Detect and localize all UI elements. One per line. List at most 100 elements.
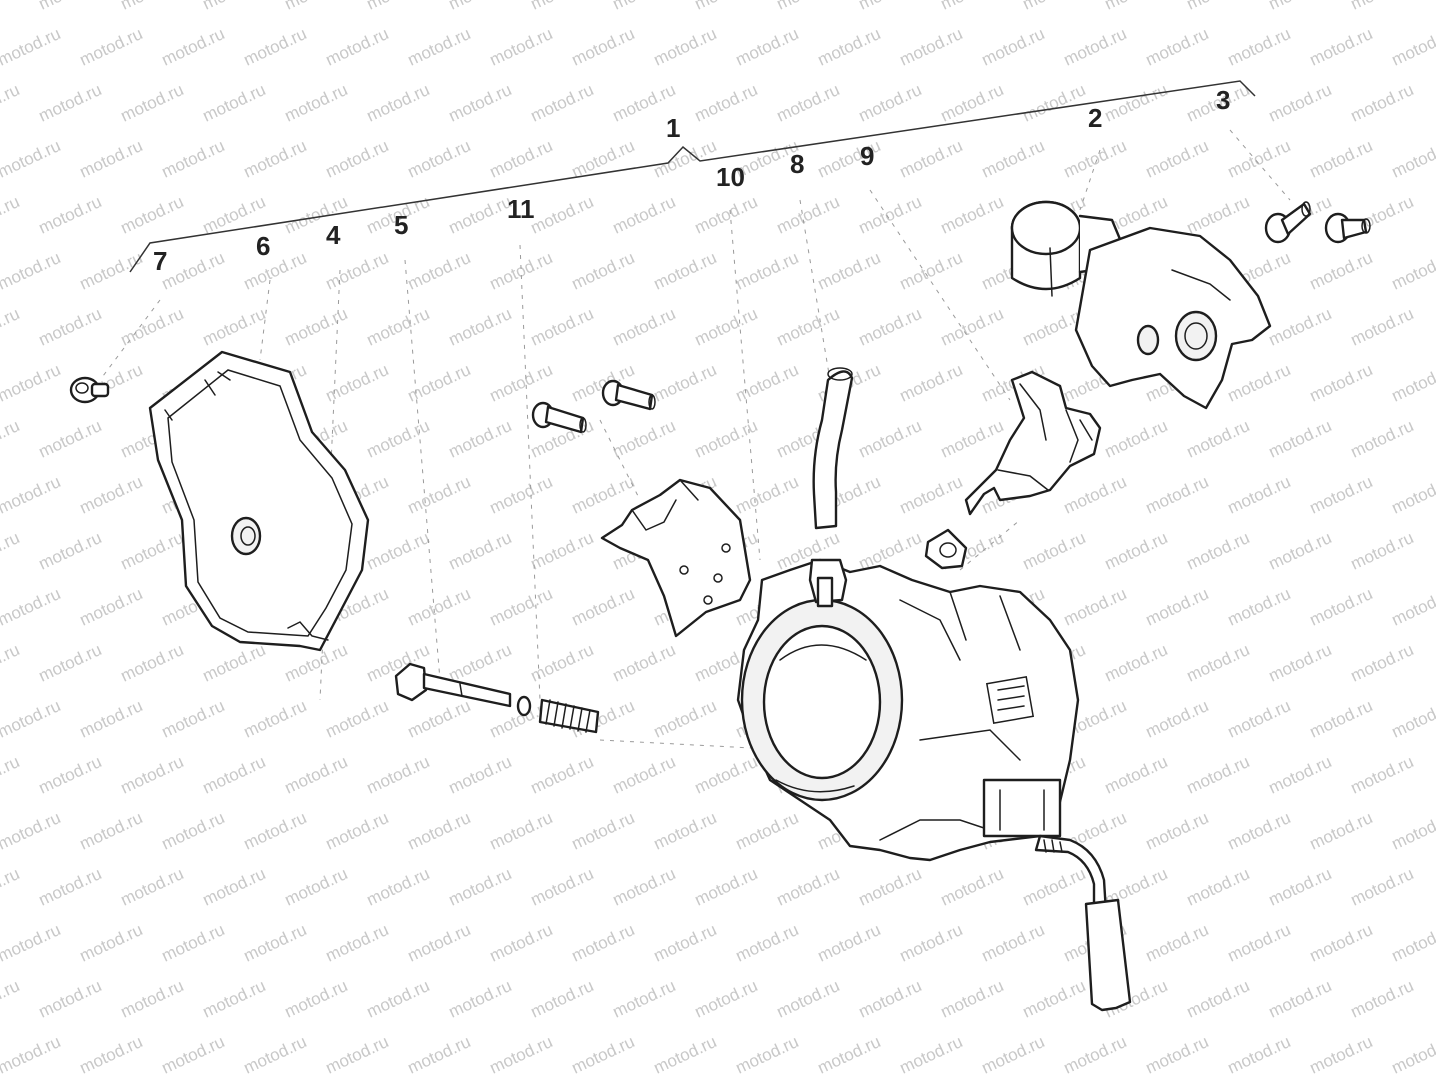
watermark-text: motod.ru	[528, 752, 597, 798]
watermark-text: motod.ru	[774, 0, 843, 14]
watermark-text: motod.ru	[1225, 1032, 1294, 1077]
watermark-text: motod.ru	[1102, 0, 1171, 14]
watermark-text: motod.ru	[0, 920, 63, 966]
watermark-text: motod.ru	[692, 80, 761, 126]
watermark-text: motod.ru	[118, 528, 187, 574]
part-throttle-cover[interactable]	[148, 350, 370, 652]
watermark-text: motod.ru	[1307, 1032, 1376, 1077]
watermark-text: motod.ru	[405, 472, 474, 518]
callout-10: 10	[716, 162, 745, 192]
part-screw-right-1[interactable]	[1264, 201, 1312, 244]
part-shaft-bolt[interactable]	[394, 662, 512, 708]
watermark-text: motod.ru	[77, 808, 146, 854]
part-hose[interactable]	[812, 367, 854, 530]
watermark-text: motod.ru	[1348, 80, 1417, 126]
watermark-text: motod.ru	[282, 0, 351, 14]
watermark-text: motod.ru	[938, 192, 1007, 238]
watermark-text: motod.ru	[1225, 360, 1294, 406]
watermark-text: motod.ru	[1143, 472, 1212, 518]
watermark-text: motod.ru	[364, 528, 433, 574]
watermark-text: motod.ru	[1225, 696, 1294, 742]
watermark-text: motod.ru	[1061, 472, 1130, 518]
watermark-text: motod.ru	[200, 976, 269, 1022]
watermark-text: motod.ru	[1143, 920, 1212, 966]
watermark-text: motod.ru	[1307, 920, 1376, 966]
watermark-text: motod.ru	[938, 416, 1007, 462]
watermark-text: motod.ru	[241, 248, 310, 294]
watermark-text: motod.ru	[651, 696, 720, 742]
watermark-text: motod.ru	[405, 136, 474, 182]
watermark-text: motod.ru	[77, 920, 146, 966]
watermark-text: motod.ru	[774, 192, 843, 238]
watermark-text: motod.ru	[897, 24, 966, 70]
watermark-text: motod.ru	[118, 0, 187, 14]
watermark-text: motod.ru	[1143, 1032, 1212, 1077]
watermark-text: motod.ru	[487, 248, 556, 294]
watermark-text: motod.ru	[446, 192, 515, 238]
watermark-text: motod.ru	[118, 752, 187, 798]
watermark-text: motod.ru	[692, 752, 761, 798]
watermark-text: motod.ru	[1389, 808, 1436, 854]
watermark-text: motod.ru	[1225, 136, 1294, 182]
watermark-text: motod.ru	[528, 0, 597, 14]
watermark-text: motod.ru	[77, 24, 146, 70]
watermark-text: motod.ru	[1061, 24, 1130, 70]
part-injector[interactable]	[964, 370, 1102, 516]
watermark-text: motod.ru	[733, 248, 802, 294]
watermark-text: motod.ru	[733, 1032, 802, 1077]
watermark-text: motod.ru	[1389, 136, 1436, 182]
watermark-text: motod.ru	[856, 80, 925, 126]
watermark-text: motod.ru	[1266, 528, 1335, 574]
part-screw-right-2[interactable]	[1324, 212, 1371, 244]
watermark-text: motod.ru	[897, 136, 966, 182]
watermark-text: motod.ru	[897, 920, 966, 966]
watermark-text: motod.ru	[364, 864, 433, 910]
part-throttle-body[interactable]	[736, 558, 1080, 862]
watermark-text: motod.ru	[200, 80, 269, 126]
watermark-text: motod.ru	[1225, 584, 1294, 630]
part-spring[interactable]	[538, 698, 600, 734]
watermark-text: motod.ru	[118, 976, 187, 1022]
guide-lines	[99, 129, 1291, 751]
watermark-text: motod.ru	[36, 976, 105, 1022]
watermark-text: motod.ru	[1348, 640, 1417, 686]
watermark-text: motod.ru	[856, 304, 925, 350]
watermark-text: motod.ru	[0, 416, 22, 462]
watermark-text: motod.ru	[0, 976, 22, 1022]
watermark-text: motod.ru	[364, 304, 433, 350]
callout-labels: 1 2 3 4 5 6 7 8 9 10 11	[153, 85, 1230, 276]
watermark-text: motod.ru	[1307, 472, 1376, 518]
part-screw-lower[interactable]	[531, 401, 587, 434]
watermark-text: motod.ru	[323, 136, 392, 182]
watermark-text: motod.ru	[0, 752, 22, 798]
watermark-text: motod.ru	[897, 472, 966, 518]
watermark-text: motod.ru	[610, 304, 679, 350]
part-sensor-cable[interactable]	[1034, 834, 1132, 1012]
watermark-text: motod.ru	[0, 80, 22, 126]
watermark-text: motod.ru	[118, 80, 187, 126]
watermark-text: motod.ru	[118, 864, 187, 910]
callout-4: 4	[326, 220, 341, 250]
part-clip-ring[interactable]	[516, 695, 532, 717]
part-nut[interactable]	[69, 376, 110, 404]
watermark-text: motod.ru	[569, 248, 638, 294]
watermark-text: motod.ru	[1266, 976, 1335, 1022]
watermark-text: motod.ru	[651, 24, 720, 70]
watermark-text: motod.ru	[1266, 416, 1335, 462]
watermark-text: motod.ru	[610, 976, 679, 1022]
watermark-text: motod.ru	[979, 136, 1048, 182]
watermark-text: motod.ru	[77, 696, 146, 742]
watermark-text: motod.ru	[774, 864, 843, 910]
callout-9: 9	[860, 141, 874, 171]
watermark-text: motod.ru	[569, 1032, 638, 1077]
watermark-text: motod.ru	[323, 920, 392, 966]
watermark-text: motod.ru	[241, 920, 310, 966]
part-idle-actuator[interactable]	[1010, 200, 1272, 410]
watermark-text: motod.ru	[200, 864, 269, 910]
callout-7: 7	[153, 246, 167, 276]
watermark-text: motod.ru	[323, 696, 392, 742]
part-sensor-bracket[interactable]	[600, 478, 752, 638]
part-screw-upper[interactable]	[601, 379, 656, 411]
part-o-ring[interactable]	[924, 528, 968, 570]
